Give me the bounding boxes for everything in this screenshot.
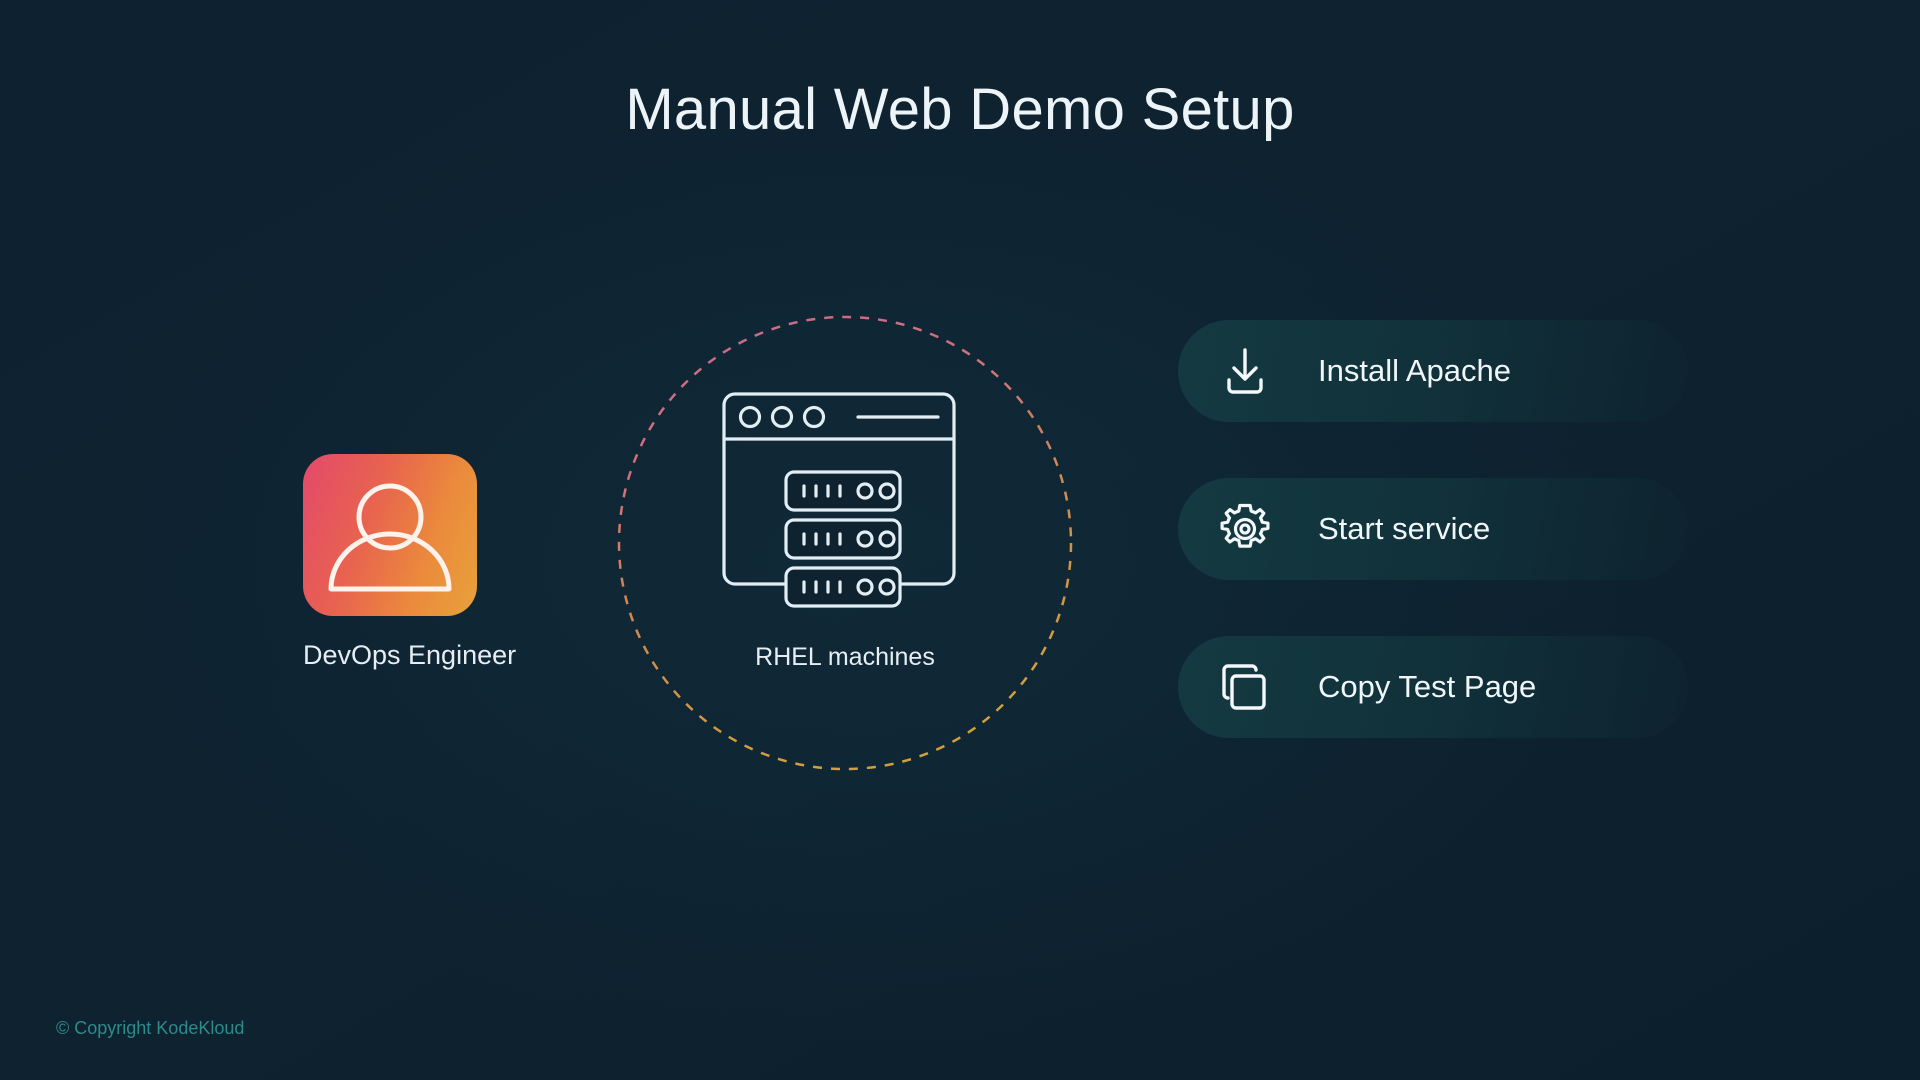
user-avatar-icon [328,483,452,592]
page-title: Manual Web Demo Setup [625,77,1295,142]
step-label: Copy Test Page [1318,669,1537,704]
dashed-circle [617,315,1073,771]
step-card-install-apache[interactable]: Install Apache [1178,320,1688,422]
gear-icon [1216,500,1274,558]
avatar [303,454,477,616]
step-card-start-service[interactable]: Start service [1178,478,1688,580]
steps-list: Install Apache Start service Copy Test P… [1178,320,1688,738]
machines-label: RHEL machines [755,643,935,671]
machines-group: RHEL machines [615,313,1075,773]
step-card-copy-test-page[interactable]: Copy Test Page [1178,636,1688,738]
step-label: Install Apache [1318,353,1512,388]
browser-server-rack-icon [722,392,956,608]
copyright-footer: © Copyright KodeKloud [56,1018,245,1038]
persona-group: DevOps Engineer [303,454,517,671]
copy-icon [1216,658,1274,716]
persona-label: DevOps Engineer [303,640,517,670]
download-icon [1216,342,1274,400]
step-label: Start service [1318,511,1491,546]
